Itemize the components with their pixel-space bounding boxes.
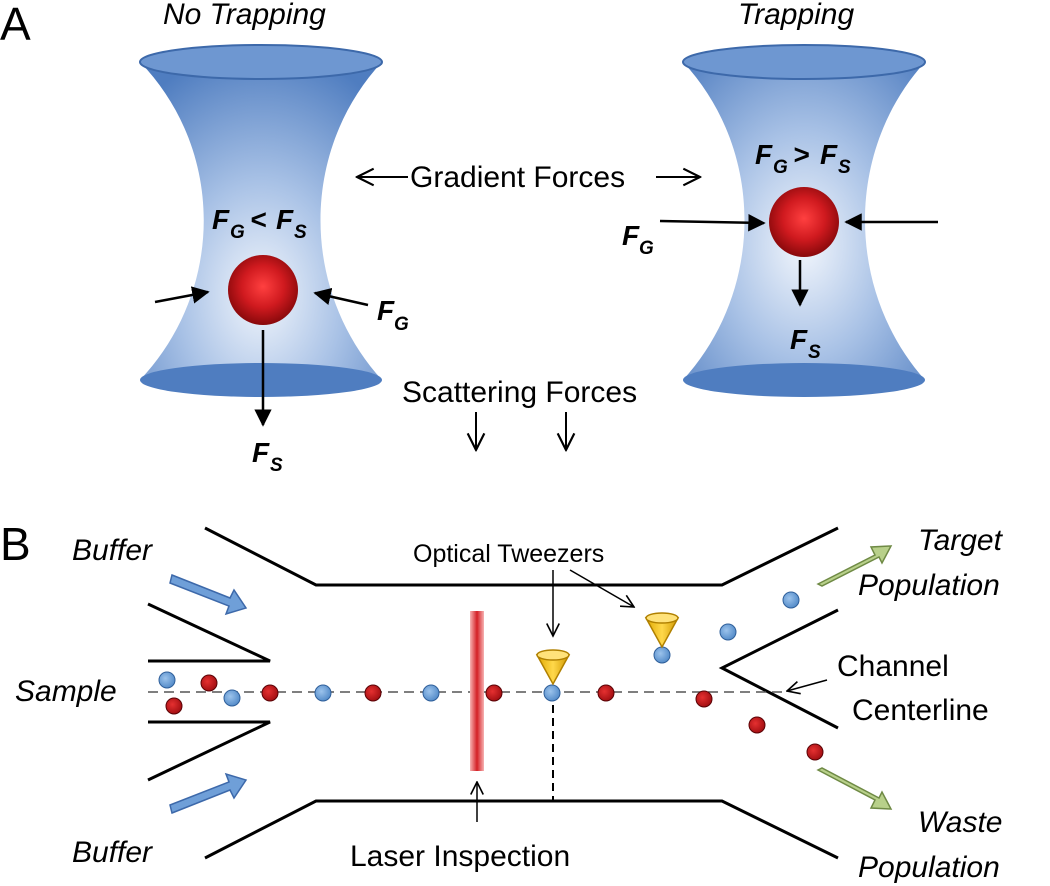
particle-blue xyxy=(158,671,176,689)
left-force-comparison: F G < F S xyxy=(212,204,307,243)
panel-b-letter: B xyxy=(0,518,31,570)
panel-a-letter: A xyxy=(0,0,31,50)
svg-text:S: S xyxy=(294,222,307,243)
channel-label: Channel xyxy=(837,650,949,683)
gradient-force-arrow-left-a xyxy=(154,286,210,304)
gradient-forces-label: Gradient Forces xyxy=(410,161,625,194)
svg-text:F: F xyxy=(622,220,640,251)
tweezer-cone-1 xyxy=(535,649,571,686)
beam-left-top-ellipse xyxy=(139,44,383,80)
beam-right-bottom-ellipse xyxy=(683,363,925,397)
outlet-splitter xyxy=(718,608,839,730)
buffer-top-label: Buffer xyxy=(72,534,153,567)
optical-tweezers-pointer-2 xyxy=(569,569,634,607)
right-fs-label: F S xyxy=(790,324,821,363)
svg-text:S: S xyxy=(808,342,821,363)
particle-red xyxy=(364,684,382,702)
sample-inlet-top-wall xyxy=(147,602,271,663)
target-population-arrow xyxy=(816,545,893,587)
particle-blue xyxy=(422,684,440,702)
svg-text:S: S xyxy=(270,455,283,476)
particle-red xyxy=(261,684,279,702)
waste-population-arrow xyxy=(816,767,893,810)
particle-untrapped xyxy=(228,255,298,325)
microfluidic-channel xyxy=(147,526,839,860)
svg-text:F: F xyxy=(377,295,395,326)
particle-red xyxy=(485,684,503,702)
right-fg-label: F G xyxy=(622,220,654,259)
particle-red xyxy=(806,743,824,761)
particle-red xyxy=(748,716,766,734)
laser-inspection-beam xyxy=(470,611,484,771)
trapping-title: Trapping xyxy=(738,0,854,31)
svg-text:<: < xyxy=(250,204,266,235)
gradient-force-arrow-left-b xyxy=(313,287,369,307)
sample-inlet-bottom-wall xyxy=(147,720,271,782)
scattering-forces-label: Scattering Forces xyxy=(402,376,637,409)
particle-blue xyxy=(543,684,561,702)
tweezer-cone-2 xyxy=(644,612,680,649)
particle-blue xyxy=(719,623,737,641)
svg-text:G: G xyxy=(394,314,409,335)
particle-trapped xyxy=(769,187,839,257)
particle-blue xyxy=(653,646,671,664)
beam-left xyxy=(139,44,383,397)
channel-top-wall xyxy=(204,526,839,587)
beam-left-bottom-ellipse xyxy=(140,363,382,397)
svg-text:F: F xyxy=(252,437,270,468)
gradient-force-arrow-right-a xyxy=(659,213,766,232)
particles xyxy=(158,591,824,761)
svg-text:F: F xyxy=(755,139,773,170)
no-trapping-title: No Trapping xyxy=(163,0,326,31)
buffer-bottom-arrow xyxy=(169,772,248,815)
svg-text:G: G xyxy=(639,238,654,259)
left-fs-label: F S xyxy=(252,437,283,476)
particle-blue xyxy=(223,689,241,707)
optical-tweezers-label: Optical Tweezers xyxy=(413,540,604,568)
waste-label-line2: Population xyxy=(858,851,1000,884)
svg-text:G: G xyxy=(230,222,245,243)
left-fg-label: F G xyxy=(377,295,409,335)
particle-red xyxy=(200,674,218,692)
particle-red xyxy=(165,697,183,715)
centerline-pointer xyxy=(787,679,828,691)
target-label-line1: Target xyxy=(918,524,1004,557)
beam-right-top-ellipse xyxy=(682,44,926,80)
particle-red xyxy=(597,684,615,702)
svg-text:S: S xyxy=(838,157,851,178)
svg-text:>: > xyxy=(793,139,809,170)
svg-text:F: F xyxy=(276,204,294,235)
target-label-line2: Population xyxy=(858,569,1000,602)
waste-label-line1: Waste xyxy=(918,806,1002,839)
centerline-label: Centerline xyxy=(852,694,989,727)
svg-text:G: G xyxy=(773,157,788,178)
particle-blue xyxy=(782,591,800,609)
svg-text:F: F xyxy=(790,324,808,355)
buffer-bottom-label: Buffer xyxy=(72,836,153,869)
particle-red xyxy=(695,690,713,708)
laser-inspection-label: Laser Inspection xyxy=(350,840,570,873)
svg-text:F: F xyxy=(820,139,838,170)
right-force-comparison: F G > F S xyxy=(755,139,851,178)
svg-text:F: F xyxy=(212,204,230,235)
particle-blue xyxy=(314,684,332,702)
sample-label: Sample xyxy=(15,675,117,708)
channel-bottom-wall xyxy=(204,799,839,860)
buffer-top-arrow xyxy=(169,573,248,616)
